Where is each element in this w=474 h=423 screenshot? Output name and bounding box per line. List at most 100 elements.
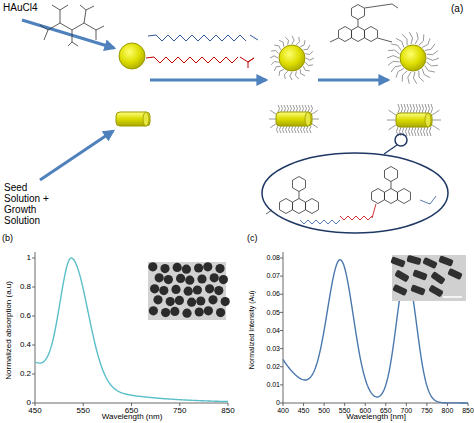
ligand-shell (427, 127, 429, 136)
spectrum-plot (32, 287, 35, 288)
fluorescein-molecule (357, 20, 358, 27)
ligand-shell (293, 105, 295, 112)
ligand-shell (305, 62, 313, 65)
ligand-shell (419, 71, 424, 82)
ligand-shell (279, 69, 284, 75)
gold-nanoparticle (119, 43, 145, 69)
surface-chemistry (280, 199, 293, 214)
ligand-shell (290, 72, 292, 80)
tem-inset (148, 262, 157, 271)
ligand-shell (419, 104, 421, 113)
ligand-shell (312, 110, 318, 114)
ligand-shell (281, 105, 283, 112)
ligand-shell (270, 56, 278, 58)
tem-inset (171, 285, 180, 294)
ligand-shell (406, 127, 408, 136)
ligand-shell (305, 105, 307, 112)
axis-title: Normalized Intensity (Au) (248, 291, 256, 370)
tem-inset (173, 263, 182, 272)
ligand-shell (402, 71, 407, 82)
tem-inset (394, 269, 410, 282)
spectrum-plot (280, 294, 283, 295)
ligand-shell (308, 105, 310, 112)
gold-nanoparticle (425, 113, 431, 127)
tem-inset (447, 268, 463, 280)
gold-nanoparticle (305, 112, 311, 126)
axis-title: Normalized absorption (a.u) (5, 281, 14, 380)
surface-chemistry (298, 192, 299, 199)
process-arrow (40, 131, 113, 180)
ligand-shell (409, 32, 412, 44)
ligand-shell (389, 125, 396, 130)
ligand-shell (426, 51, 438, 55)
ligand-shell (391, 44, 401, 50)
ligand-shell (404, 104, 406, 113)
ligand-shell (286, 126, 288, 133)
tem-inset (203, 262, 212, 271)
surface-chemistry (292, 199, 305, 214)
ligand-shell (312, 119, 319, 120)
ligand-shell (415, 127, 417, 136)
tem-inset (390, 256, 406, 267)
tem-inset (193, 285, 202, 294)
ligand-shell (425, 66, 435, 72)
spectrum-plot (426, 403, 427, 406)
surface-chemistry (266, 167, 436, 225)
process-arrow (22, 20, 114, 48)
tem-inset (210, 273, 219, 282)
tick-label: 0.03 (266, 345, 280, 353)
spectrum-plot (32, 374, 35, 375)
panel-label: (c) (247, 234, 258, 244)
peg-molecule (156, 35, 246, 41)
ligand-shell (270, 124, 276, 128)
ligand-shell (295, 126, 297, 133)
fluorescein-molecule (364, 4, 398, 8)
peg-molecule (240, 57, 254, 68)
tick-label: 0.05 (266, 309, 280, 317)
ligand-shell (274, 66, 280, 71)
ligand-shell (402, 34, 407, 45)
tem-inset (148, 262, 226, 320)
spectrum-plot (32, 258, 35, 259)
spectrum-plot (32, 345, 35, 346)
tick-label: 750 (421, 407, 433, 415)
tem-inset (170, 307, 179, 316)
ligand-shell (387, 120, 396, 121)
axis-title: Wavelength (nm) (102, 413, 163, 422)
tem-inset (205, 284, 214, 293)
ligand-shell (425, 104, 427, 113)
process-arrow (150, 79, 266, 82)
spectrum-plot (283, 260, 468, 403)
spectrum-plot (280, 348, 283, 349)
ligand-shell (285, 37, 288, 45)
ligand-shell (278, 105, 280, 112)
axis-title: Wavelength [nm] (346, 413, 406, 422)
tick-label: 0.08 (266, 254, 280, 262)
tem-inset (215, 264, 224, 273)
spectrum-plot (344, 403, 345, 406)
ligand-shell (274, 45, 280, 50)
ligand-shell (413, 72, 416, 84)
spectrum-plot (32, 316, 35, 317)
ligand-shell (427, 58, 439, 60)
citrate-molecule (40, 5, 104, 46)
tem-inset (155, 273, 164, 282)
ligand-shell (300, 69, 305, 75)
tem-inset (204, 306, 213, 315)
spectrum-plot (280, 384, 283, 385)
tick-label: 450 (298, 407, 310, 415)
tem-inset (208, 295, 217, 304)
ligand-shell (415, 32, 418, 44)
tick-label: 0.2 (20, 370, 31, 379)
ligand-shell (269, 119, 276, 120)
panel-label: (b) (2, 234, 13, 244)
ligand-shell (413, 104, 415, 113)
ligand-shell (270, 110, 276, 114)
tem-inset (197, 274, 206, 283)
fluorescein-molecule (351, 5, 364, 20)
fluorescein-molecule (330, 4, 398, 42)
spectrum-plot (406, 403, 407, 406)
